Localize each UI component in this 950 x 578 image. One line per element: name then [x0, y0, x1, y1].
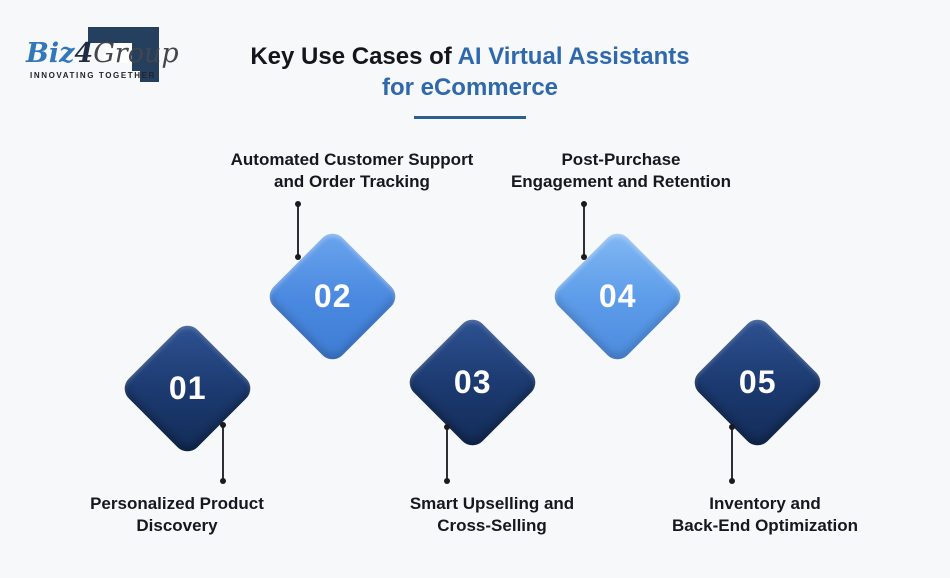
logo-mark-bottom-step — [140, 60, 159, 82]
title-underline — [414, 116, 526, 119]
diamond-step-05: 05 — [688, 313, 827, 452]
connector-step-01 — [220, 422, 226, 484]
step-number: 04 — [598, 278, 637, 314]
label-line1: Inventory and — [709, 494, 821, 513]
label-step-02: Automated Customer Support and Order Tra… — [202, 149, 502, 193]
connector-step-03 — [444, 424, 450, 484]
label-step-03: Smart Upselling and Cross-Selling — [342, 493, 642, 537]
label-line1: Smart Upselling and — [409, 494, 575, 513]
title-highlight-line2: for eCommerce — [381, 74, 559, 101]
logo-word-biz: Biz — [26, 38, 75, 69]
step-number: 03 — [453, 364, 492, 400]
label-line2: Cross-Selling — [437, 516, 547, 535]
page-title-line1: Key Use Cases of AI Virtual Assistants — [190, 41, 750, 72]
label-step-05: Inventory and Back-End Optimization — [615, 493, 915, 537]
diamond-step-02: 02 — [263, 227, 402, 366]
connector-step-04 — [581, 201, 587, 260]
label-line2: Engagement and Retention — [510, 172, 732, 191]
label-step-04: Post-Purchase Engagement and Retention — [471, 149, 771, 193]
biz4group-logo: Biz4Group INNOVATING TOGETHER — [0, 0, 200, 100]
label-line1: Personalized Product — [90, 494, 264, 513]
logo-word-group: Group — [93, 38, 179, 69]
label-step-01: Personalized Product Discovery — [27, 493, 327, 537]
step-number: 01 — [168, 370, 207, 406]
title-prefix: Key Use Cases of — [250, 43, 452, 70]
label-line1: Automated Customer Support — [230, 150, 474, 169]
page-title: Key Use Cases of AI Virtual Assistants f… — [190, 41, 750, 119]
title-highlight-line1: AI Virtual Assistants — [457, 43, 690, 70]
label-line2: Discovery — [136, 516, 218, 535]
diamond-step-01: 01 — [118, 319, 257, 458]
label-line2: and Order Tracking — [274, 172, 430, 191]
step-number: 02 — [313, 278, 352, 314]
diamond-step-04: 04 — [548, 227, 687, 366]
logo-tagline: INNOVATING TOGETHER — [30, 71, 156, 80]
step-number: 05 — [738, 364, 777, 400]
connector-step-05 — [729, 424, 735, 484]
diamond-step-03: 03 — [403, 313, 542, 452]
logo-wordmark: Biz4Group — [26, 40, 179, 68]
logo-word-four: 4 — [74, 38, 94, 69]
label-line2: Back-End Optimization — [671, 516, 859, 535]
logo-mark-inner-notch — [104, 43, 132, 63]
label-line1: Post-Purchase — [561, 150, 681, 169]
connector-step-02 — [295, 201, 301, 260]
